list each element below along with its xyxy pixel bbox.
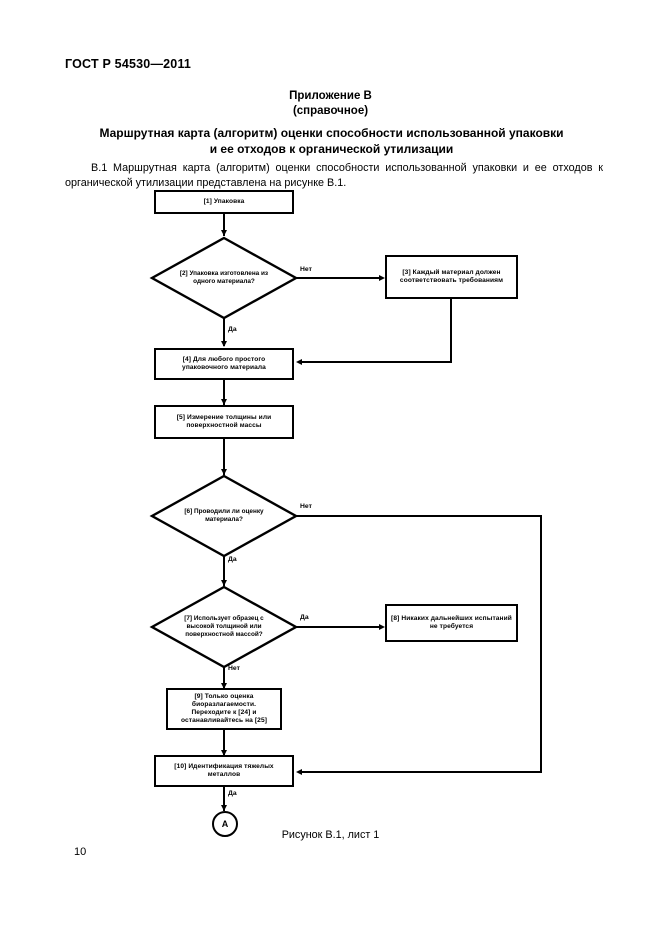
- edge-7-yes-arrowhead: [379, 623, 385, 630]
- annex-subtitle: (справочное): [292, 105, 369, 117]
- edge-10-to-connector: [223, 787, 225, 811]
- flow-node-4-label: [4] Для любого простого упаковочного мат…: [182, 355, 266, 371]
- edge-7-no-arrowhead: [220, 683, 227, 689]
- edge-5-to-6-arrowhead: [220, 469, 227, 475]
- figure-caption: Рисунок В.1, лист 1: [281, 829, 380, 841]
- flow-node-6-label: [6] Проводили ли оценку материала?: [184, 508, 264, 523]
- flow-node-9-label: [9] Только оценка биоразлагаемости. Пере…: [180, 692, 268, 725]
- flow-node-4: [4] Для любого простого упаковочного мат…: [154, 348, 294, 380]
- edge-2-no-arrowhead: [379, 274, 385, 281]
- edge-6-no-arrowhead: [296, 768, 302, 775]
- flow-node-2: [2] Упаковка изготовлена из одного матер…: [149, 236, 299, 320]
- standard-number: ГОСТ Р 54530—2011: [65, 57, 192, 71]
- flow-node-10: [10] Идентификация тяжелых металлов: [154, 755, 294, 787]
- edge-1-to-2-arrowhead: [220, 230, 227, 236]
- edge-4-to-5: [223, 380, 225, 405]
- flow-node-7-label: [7] Использует образец с высокой толщино…: [184, 615, 264, 638]
- edge-6-yes-arrowhead: [220, 580, 227, 586]
- edge-9-to-10-arrowhead: [220, 750, 227, 756]
- edge-6-no-horizontal: [296, 515, 542, 517]
- edge-9-to-10: [223, 730, 225, 756]
- edge-5-to-6: [223, 439, 225, 475]
- flow-node-1: [1] Упаковка: [154, 190, 294, 214]
- paragraph-text: В.1 Маршрутная карта (алгоритм) оценки с…: [65, 162, 603, 189]
- edge-6-no-label: Нет: [300, 503, 312, 510]
- page-title-line-2: и ее отходов к органической утилизации: [209, 142, 454, 156]
- edge-2-yes-arrowhead: [220, 341, 227, 347]
- page-title: Маршрутная карта (алгоритм) оценки спосо…: [60, 125, 603, 157]
- edge-2-no-label: Нет: [300, 266, 312, 273]
- edge-10-yes-label: Да: [228, 790, 237, 797]
- annex-title: Приложение В: [289, 90, 372, 102]
- edge-7-yes: [296, 626, 382, 628]
- edge-6-yes-label: Да: [228, 556, 237, 563]
- edge-3-to-4-arrowhead: [296, 358, 302, 365]
- flow-node-3-label: [3] Каждый материал должен соответствова…: [399, 268, 504, 284]
- edge-7-no: [223, 667, 225, 689]
- edge-2-yes-label: Да: [228, 326, 237, 333]
- flow-node-8: [8] Никаких дальнейших испытаний не треб…: [385, 604, 518, 642]
- edge-7-no-label: Нет: [228, 665, 240, 672]
- edge-10-to-connector-arrowhead: [220, 805, 227, 811]
- edge-2-no: [296, 277, 382, 279]
- flow-node-9: [9] Только оценка биоразлагаемости. Пере…: [166, 688, 282, 730]
- flow-node-2-label: [2] Упаковка изготовлена из одного матер…: [179, 270, 269, 285]
- edge-6-no-vertical: [540, 515, 542, 773]
- flow-connector-a-label: А: [221, 819, 229, 829]
- annex-heading: Приложение В (справочное): [0, 89, 661, 119]
- edge-3-down: [450, 299, 452, 362]
- edge-6-no-return: [302, 771, 542, 773]
- flow-node-1-label: [1] Упаковка: [203, 197, 245, 205]
- body-paragraph: В.1 Маршрутная карта (алгоритм) оценки с…: [65, 161, 603, 191]
- flow-connector-a: А: [212, 811, 238, 837]
- page-number: 10: [74, 846, 87, 858]
- flow-node-7: [7] Использует образец с высокой толщино…: [149, 585, 299, 669]
- flow-node-8-label: [8] Никаких дальнейших испытаний не треб…: [391, 614, 512, 630]
- edge-2-yes: [223, 318, 225, 346]
- flow-node-10-label: [10] Идентификация тяжелых металлов: [174, 762, 274, 778]
- page-title-line-1: Маршрутная карта (алгоритм) оценки спосо…: [99, 126, 564, 140]
- edge-7-yes-label: Да: [300, 614, 309, 621]
- edge-6-yes: [223, 556, 225, 586]
- flow-node-3: [3] Каждый материал должен соответствова…: [385, 255, 518, 299]
- edge-3-to-4: [302, 361, 452, 363]
- edge-1-to-2: [223, 214, 225, 236]
- edge-4-to-5-arrowhead: [220, 399, 227, 405]
- flow-node-5-label: [5] Измерение толщины или поверхностной …: [176, 413, 272, 429]
- flow-node-6: [6] Проводили ли оценку материала?: [149, 474, 299, 558]
- flow-node-5: [5] Измерение толщины или поверхностной …: [154, 405, 294, 439]
